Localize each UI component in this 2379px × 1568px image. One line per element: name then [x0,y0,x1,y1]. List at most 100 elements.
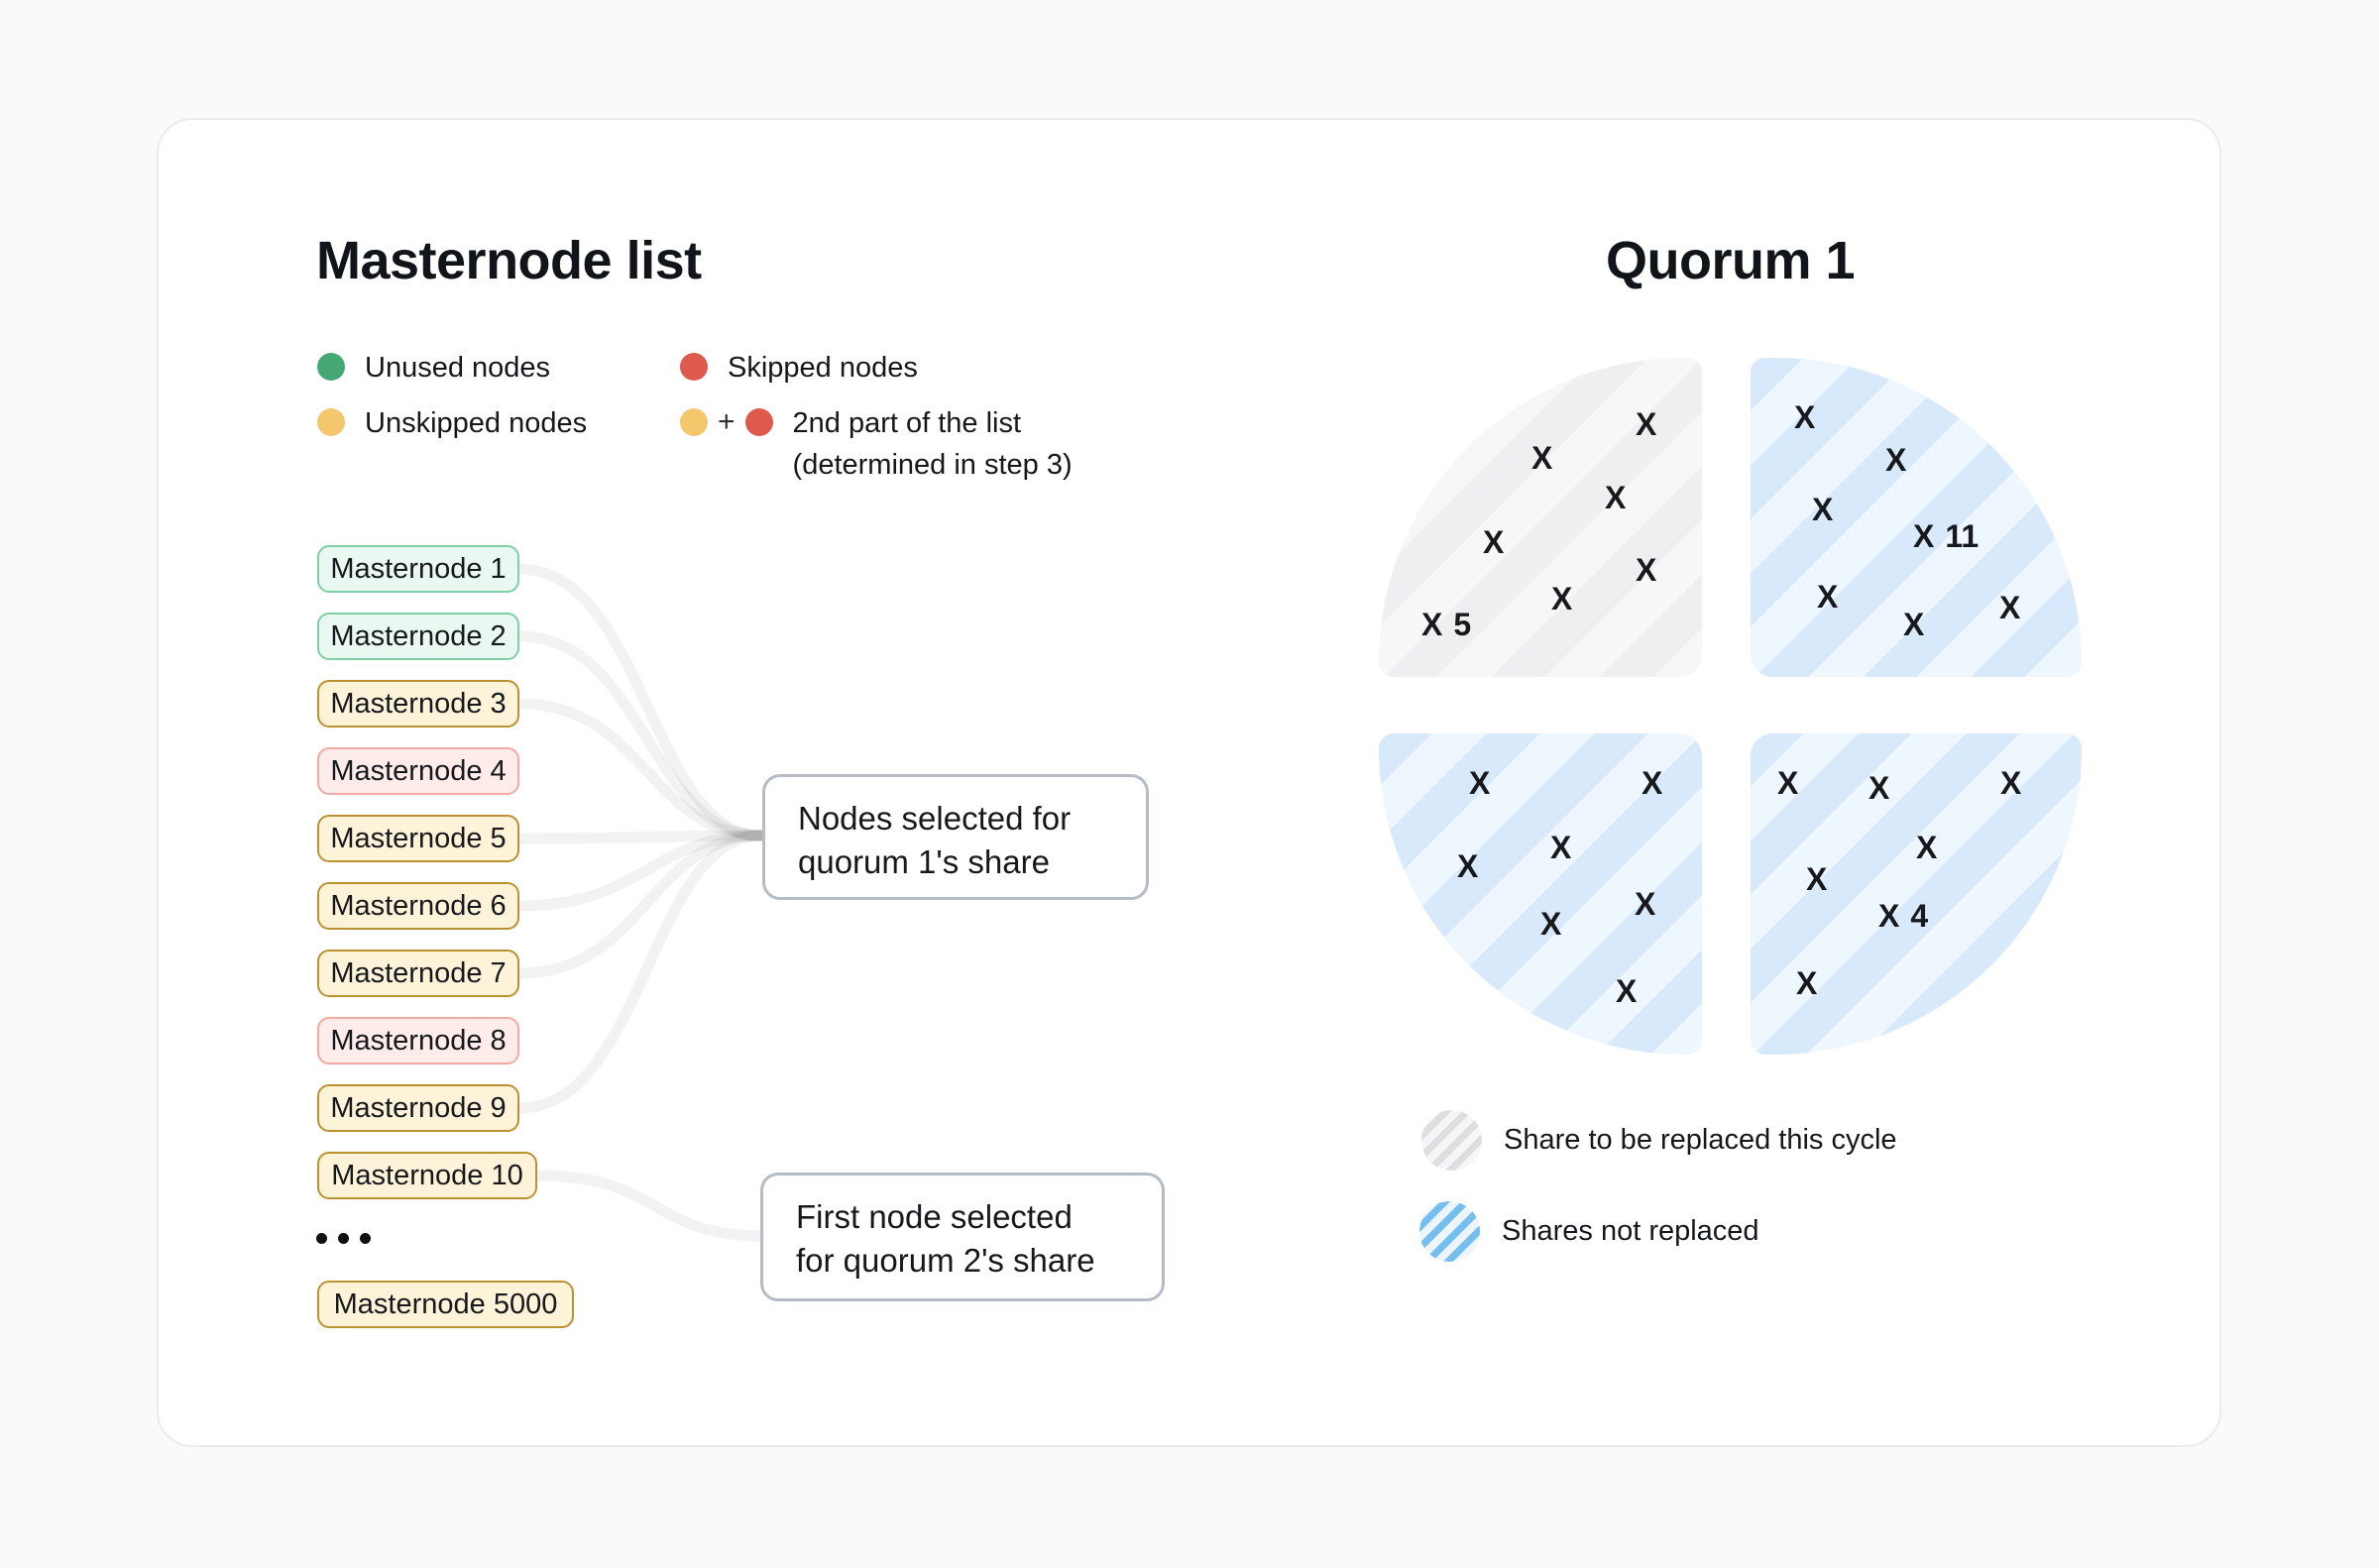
legend-item: Unused nodes [317,347,550,389]
mark-count: 5 [1453,607,1472,642]
legend-item: Unskipped nodes [317,402,587,444]
node-mark: X [1642,767,1662,799]
ellipsis-dot [338,1233,349,1244]
legend-dots: + [680,405,773,438]
x-mark: X [1551,581,1573,616]
masternode-item: Masternode 2 [317,613,519,660]
masternode-item: Masternode 4 [317,747,519,795]
x-mark: X [1999,590,2021,625]
connection-curve [513,830,767,844]
x-mark: X [1903,607,1925,642]
x-mark: X [1469,765,1491,801]
connection-curve [513,830,767,1114]
masternode-item: Masternode 5000 [317,1281,574,1328]
x-mark: X [1885,442,1907,478]
masternode-item: Masternode 3 [317,680,519,728]
node-mark: X [1540,908,1561,940]
x-mark: X [1869,770,1890,806]
ellipsis-dot [360,1233,371,1244]
x-mark: X [1636,406,1657,442]
x-mark: X [1616,973,1638,1009]
x-mark: X [1817,579,1839,615]
x-mark: X [1777,765,1799,801]
node-mark: X [1616,975,1637,1007]
share-legend-label: Shares not replaced [1502,1215,1759,1247]
legend-item: Skipped nodes [680,347,918,389]
x-mark: X [1483,524,1505,560]
node-mark: X [1777,767,1798,799]
node-mark: X [1469,767,1490,799]
x-mark: X [1635,886,1656,922]
masternode-list-title: Masternode list [316,231,702,290]
node-mark: X [1550,832,1571,863]
diagram-card: Masternode list Quorum 1 Unused nodes Ski… [157,118,2221,1447]
connection-curve [513,563,767,841]
node-mark: X [1551,583,1572,615]
legend-dots [317,408,345,436]
green-dot-icon [317,353,345,381]
connection-curve [513,830,767,979]
plus-sign: + [718,405,736,438]
mark-count: 4 [1910,898,1929,934]
x-mark: X [1916,830,1938,865]
x-mark: X [1605,480,1627,515]
yellow-dot-icon [680,408,708,436]
ellipsis-dot [316,1233,327,1244]
x-mark: X [1421,607,1443,642]
node-mark: X [1812,494,1833,525]
connection-curve [531,1170,767,1242]
share-legend-item: Shares not replaced [1419,1201,1759,1262]
masternode-item: Masternode 10 [317,1152,537,1199]
masternode-item: Masternode 8 [317,1017,519,1064]
x-mark: X [1642,765,1663,801]
x-mark: X [1457,848,1479,884]
masternode-item: Masternode 7 [317,950,519,997]
quorum-title: Quorum 1 [1605,231,1856,290]
gray-striped-swatch-icon [1421,1110,1482,1171]
node-mark: X [1903,609,1924,640]
legend-item: +2nd part of the list (determined in ste… [680,402,1073,486]
node-mark: X [1457,850,1478,882]
node-mark: X [2000,767,2021,799]
masternode-item: Masternode 5 [317,815,519,862]
masternode-item: Masternode 1 [317,545,519,593]
masternode-item: Masternode 9 [317,1084,519,1132]
quorum-share-bottom-right [1751,733,2082,1055]
share-legend-label: Share to be replaced this cycle [1504,1124,1897,1156]
node-mark: X [1483,526,1504,558]
x-mark: X [1806,861,1828,897]
x-mark: X [1812,492,1834,527]
x-mark: X [1550,830,1572,865]
x-mark: X [1531,440,1553,476]
node-mark: X [1635,888,1655,920]
share-legend-item: Share to be replaced this cycle [1421,1110,1897,1171]
x-mark: X [1794,399,1816,435]
node-mark: X [1636,554,1656,586]
legend-dots [680,353,708,381]
node-mark: X [1916,832,1937,863]
x-mark: X [2000,765,2022,801]
x-mark: X [1878,898,1900,934]
node-mark: X [1636,408,1656,440]
x-mark: X [1913,518,1935,554]
node-mark: X [1605,482,1626,513]
node-mark: X [1531,442,1552,474]
red-dot-icon [680,353,708,381]
connection-curve [513,830,767,912]
node-mark: X [1817,581,1838,613]
node-mark: X [1796,967,1817,999]
blue-striped-swatch-icon [1419,1201,1480,1262]
legend-label: Unused nodes [365,352,551,384]
node-mark: X [1869,772,1889,804]
node-mark: X [1806,863,1827,895]
node-mark: X [1999,592,2020,623]
x-mark: X [1540,906,1562,942]
